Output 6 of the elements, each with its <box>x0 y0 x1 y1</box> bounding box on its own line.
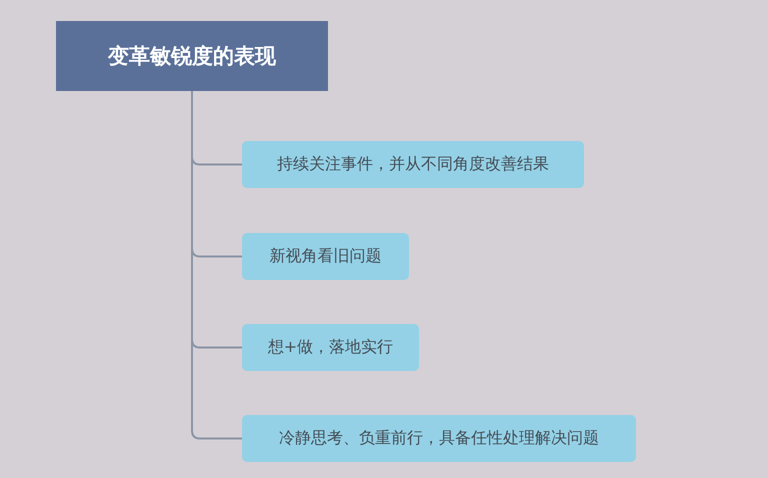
title-box: 变革敏锐度的表现 <box>56 21 328 91</box>
topic-box: 想+做，落地实行 <box>242 324 419 371</box>
topic-box: 持续关注事件，并从不同角度改善结果 <box>242 141 584 188</box>
connector-line <box>191 91 242 440</box>
topic-box: 冷静思考、负重前行，具备任性处理解决问题 <box>242 415 636 462</box>
topic-box: 新视角看旧问题 <box>242 233 409 280</box>
